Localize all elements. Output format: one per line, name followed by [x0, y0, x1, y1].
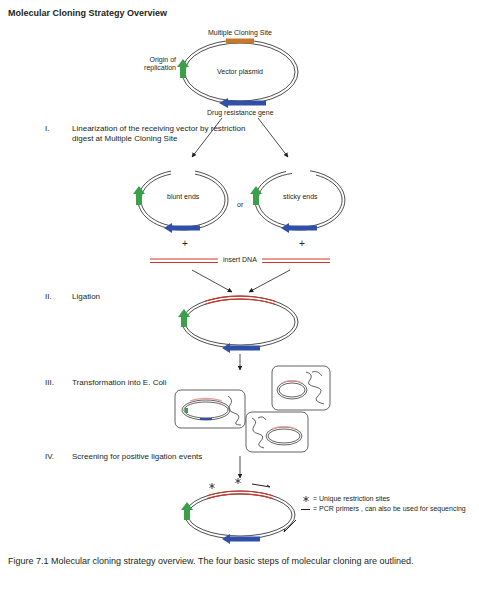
resistance-arrow [219, 98, 266, 108]
flow-arrow [258, 118, 288, 157]
pcr-primer [252, 484, 296, 532]
plasmid-label: Vector plasmid [217, 68, 263, 76]
diagram-label: + [299, 238, 305, 250]
diagram-label: Ligation [72, 292, 100, 302]
linear-vector-sticky [255, 171, 345, 230]
vector-plasmid [182, 40, 298, 104]
flow-arrow [240, 456, 241, 478]
diagram-label: sticky ends [283, 193, 318, 201]
diagram-label: Origin of replication [126, 56, 176, 73]
screened-plasmid [185, 491, 295, 539]
legend-text: = Unique restriction sites [313, 495, 390, 503]
diagram-label: Linearization of the receiving vector by… [72, 124, 247, 143]
legend-text: = PCR primers , can also be used for seq… [313, 505, 466, 513]
linear-vector-blunt [138, 171, 228, 230]
diagram-label: Screening for positive ligation events [72, 452, 232, 462]
diagram-label: Transformation into E. Coli [72, 378, 172, 388]
step-number: I. [45, 124, 49, 134]
diagram-label: Drug resistance gene [207, 109, 274, 117]
flow-arrow [192, 270, 232, 292]
flow-arrow [249, 270, 290, 292]
diagram-label: insert DNA [223, 256, 257, 264]
bacterium [246, 412, 308, 452]
flow-arrow [192, 118, 222, 157]
restriction-site-mark [209, 478, 240, 489]
step-number: II. [45, 292, 52, 302]
resistance-arrow [164, 223, 317, 233]
step-number: IV. [45, 452, 54, 462]
mcs-block [226, 39, 254, 44]
diagram-label: + [182, 238, 188, 250]
figure-caption: Figure 7.1 Molecular cloning strategy ov… [8, 556, 468, 568]
plasmid-circle: Vector plasmid [215, 67, 265, 77]
diagram-label: blunt ends [167, 193, 199, 201]
step-number: III. [45, 378, 54, 388]
bacterium [272, 366, 330, 410]
flow-arrow [240, 354, 241, 370]
bacterium [175, 390, 245, 428]
diagram-label: or [237, 201, 243, 209]
origin-arrow [177, 59, 189, 78]
ligated-plasmid [182, 296, 298, 348]
diagram-title: Molecular Cloning Strategy Overview [8, 8, 167, 19]
legend-sample [301, 496, 310, 510]
diagram-label: Multiple Cloning Site [208, 29, 272, 37]
